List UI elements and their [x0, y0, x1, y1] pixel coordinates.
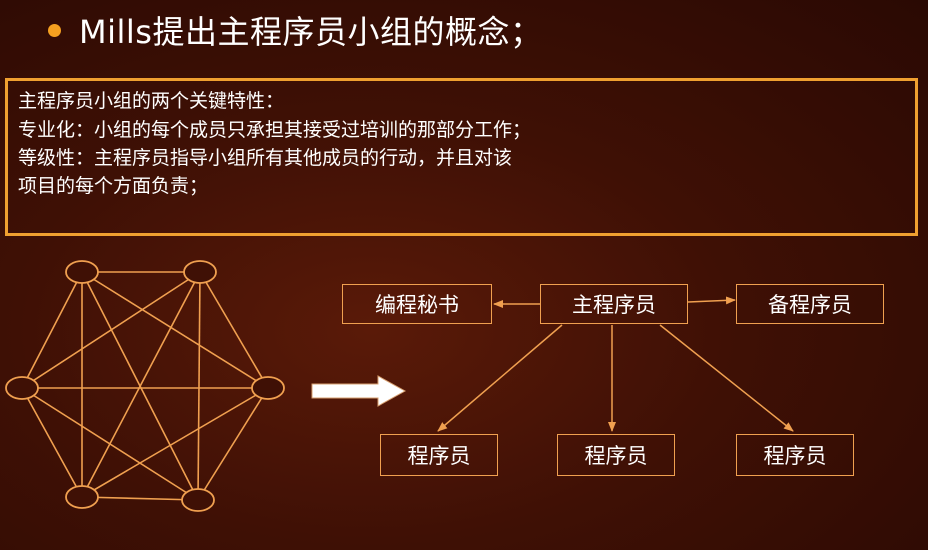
slide-title: Mills提出主程序员小组的概念； — [79, 13, 543, 51]
programmer-node-2: 程序员 — [557, 434, 675, 476]
peer-network-graph — [5, 260, 285, 512]
network-edges — [21, 271, 269, 501]
network-node — [183, 260, 217, 284]
chief-to-programmer-3-arrow — [659, 324, 794, 432]
chief-programmer-node: 主程序员 — [540, 284, 688, 324]
network-node — [251, 376, 285, 400]
key-features-box: 主程序员小组的两个关键特性： 专业化：小组的每个成员只承担其接受过培训的那部分工… — [5, 78, 918, 236]
feature-hierarchy-continued: 项目的每个方面负责； — [18, 175, 209, 197]
network-edge — [21, 271, 201, 389]
network-edge — [21, 387, 199, 501]
network-edge — [81, 496, 199, 501]
network-edge — [199, 271, 269, 389]
feature-hierarchy: 等级性：主程序员指导小组所有其他成员的行动，并且对该 — [18, 147, 513, 169]
network-edge — [21, 271, 83, 389]
bullet-icon — [48, 23, 61, 37]
org-chart-connectors — [437, 296, 794, 432]
slide-title-row: Mills提出主程序员小组的概念； — [48, 4, 542, 56]
network-edge — [81, 271, 201, 498]
network-edge — [197, 271, 201, 501]
programmer-node-3: 程序员 — [736, 434, 854, 476]
network-edge — [197, 387, 269, 501]
network-node — [5, 376, 39, 400]
network-node — [181, 488, 215, 512]
chief-to-programmer-1-arrow — [437, 324, 563, 432]
network-node — [65, 485, 99, 509]
programmer-node-1: 程序员 — [380, 434, 498, 476]
network-edge — [81, 387, 269, 498]
network-edge — [81, 271, 269, 389]
features-heading: 主程序员小组的两个关键特性： — [18, 90, 285, 112]
secretary-node: 编程秘书 — [342, 284, 492, 324]
transform-arrow-icon — [311, 375, 407, 407]
backup-programmer-node: 备程序员 — [736, 284, 884, 324]
feature-specialization: 专业化：小组的每个成员只承担其接受过培训的那部分工作； — [18, 119, 532, 141]
network-nodes — [5, 260, 285, 512]
network-edge — [21, 387, 83, 498]
network-node — [65, 260, 99, 284]
chief-to-backup-arrow — [687, 296, 736, 305]
